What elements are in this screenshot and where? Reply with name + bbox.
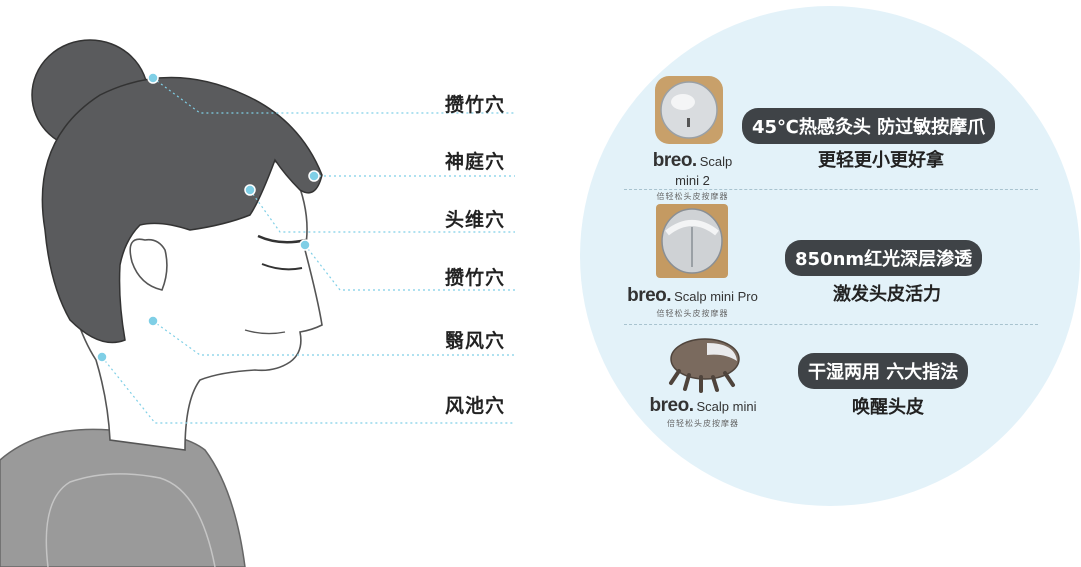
- hair-shape: [41, 76, 323, 344]
- brand-logo: breo.: [627, 285, 672, 306]
- eye-lower: [261, 263, 303, 271]
- product-image-mini: [669, 338, 740, 393]
- product-subtitle: 倍轻松头皮按摩器: [656, 192, 729, 201]
- head-illustration: [0, 39, 515, 567]
- divider: [624, 189, 1038, 190]
- acupoint-label: 翳风穴: [445, 330, 506, 352]
- divider: [624, 324, 1038, 325]
- product-model: Scalp mini 2: [675, 154, 733, 188]
- product-brand-block: breo.Scalp mini Pro 倍轻松头皮按摩器: [620, 285, 765, 319]
- product-brand-block: breo.Scalp mini 2 倍轻松头皮按摩器: [640, 150, 745, 202]
- feature-badge: 850nm红光深层渗透: [785, 240, 983, 276]
- product-tagline: 更轻更小更好拿: [818, 150, 944, 171]
- product-tagline: 唤醒头皮: [852, 397, 924, 418]
- acupoint-label: 神庭穴: [445, 151, 506, 173]
- leader-line-3: [249, 189, 515, 233]
- acupoint-label: 攒竹穴: [445, 267, 506, 289]
- acupoint-label: 头维穴: [445, 209, 506, 231]
- product-subtitle: 倍轻松头皮按摩器: [656, 309, 729, 318]
- brand-logo: breo.: [652, 150, 697, 171]
- acupoint-dot: [244, 184, 256, 196]
- product-model: Scalp mini Pro: [674, 289, 758, 304]
- shirt-shape: [0, 428, 246, 567]
- product-brand-block: breo.Scalp mini 倍轻松头皮按摩器: [643, 395, 763, 429]
- product-subtitle: 倍轻松头皮按摩器: [667, 419, 739, 428]
- acupoint-label: 风池穴: [445, 395, 506, 417]
- acupoint-label: 攒竹穴: [445, 94, 506, 116]
- product-model: Scalp mini: [696, 399, 757, 414]
- product-image-mini-pro: [656, 204, 728, 278]
- acupoint-dot: [308, 170, 320, 182]
- brand-logo: breo.: [649, 395, 694, 416]
- product-image-mini-2: [655, 76, 723, 144]
- acupoint-dot: [299, 239, 311, 251]
- acupoint-dot: [147, 72, 159, 84]
- product-tagline: 激发头皮活力: [833, 284, 941, 305]
- ear-shape: [129, 238, 168, 291]
- acupoint-dot: [147, 315, 159, 327]
- mouth: [244, 329, 286, 335]
- feature-badge: 45℃热感灸头 防过敏按摩爪: [742, 108, 996, 144]
- shirt-collar: [45, 473, 216, 567]
- feature-badge: 干湿两用 六大指法: [798, 353, 969, 389]
- acupoint-dot: [96, 351, 108, 363]
